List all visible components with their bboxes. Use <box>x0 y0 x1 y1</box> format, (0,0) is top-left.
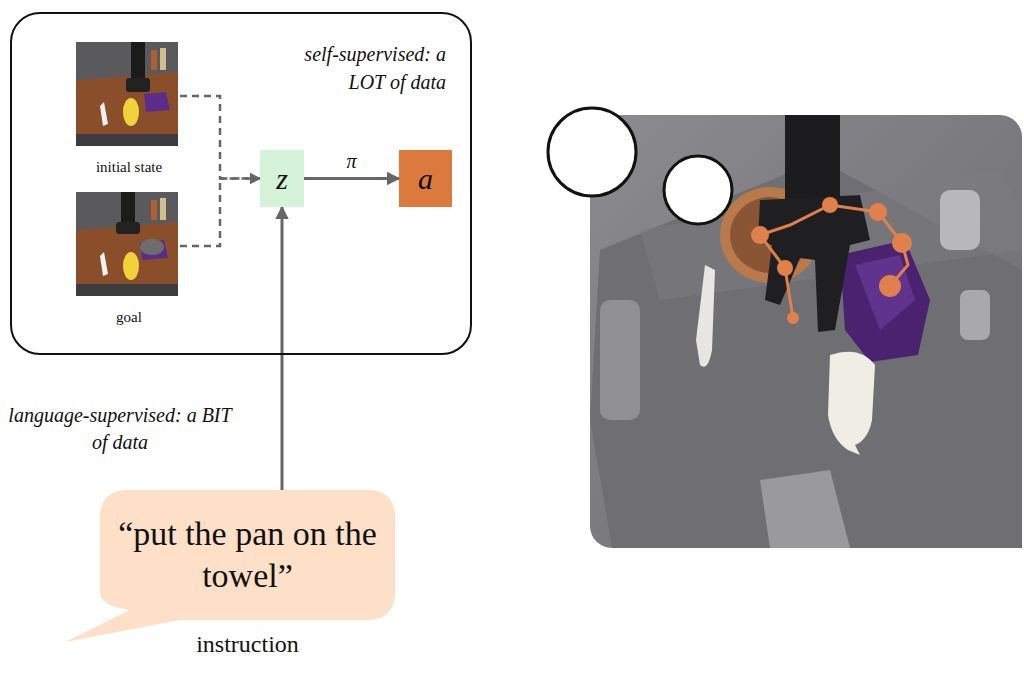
dashed-connector <box>180 179 260 247</box>
arrow-connector <box>281 207 284 490</box>
bubble-caption: instruction <box>100 630 395 658</box>
bubble-body: “put the pan on the towel” <box>114 490 381 620</box>
edge-label: π <box>343 149 359 173</box>
bubble-outline <box>65 490 395 642</box>
annotation-label: language-supervised: a BIT of data <box>4 402 236 456</box>
scene-thumbnail <box>76 42 178 146</box>
scene-thumbnail <box>76 192 178 296</box>
arrow-connector <box>304 177 399 180</box>
dashed-connector <box>180 96 260 179</box>
speech-bubble: “put the pan on the towel”instruction <box>100 490 395 620</box>
image-caption: initial state <box>38 158 220 176</box>
variable-box: a <box>399 150 452 207</box>
instruction-text: “put the pan on the towel” <box>114 513 381 597</box>
robot-scene <box>540 100 1024 560</box>
image-node: initial state <box>78 44 180 148</box>
group-heading: self-supervised: a LOT of data <box>266 40 446 96</box>
image-node: goal <box>78 194 180 298</box>
image-caption: goal <box>38 308 220 326</box>
variable-symbol: z <box>276 162 288 196</box>
variable-box: z <box>260 150 304 207</box>
group-frame: self-supervised: a LOT of data initial st… <box>10 12 472 355</box>
bubble-shape <box>100 490 395 620</box>
variable-symbol: a <box>418 162 433 196</box>
